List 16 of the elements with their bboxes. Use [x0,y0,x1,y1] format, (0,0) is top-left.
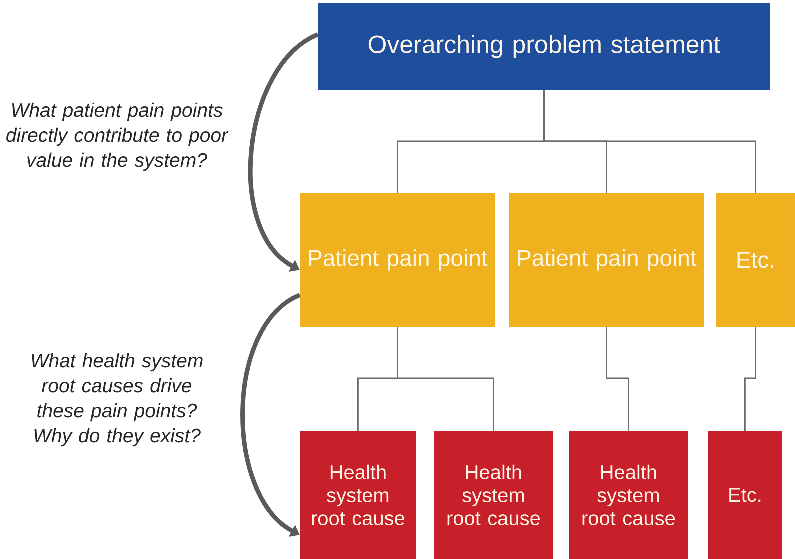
root-cause-box: Etc. [708,431,782,559]
connector-line [744,327,756,431]
question-text: What patient pain points directly contribute to poor value in the system? [6,102,229,172]
question-text: What health system root causes drive these pain points? Why do they exist? [32,353,203,447]
connector-line [397,327,494,431]
connector-line [544,90,756,193]
pain-point-box: Etc. [716,193,795,328]
pain-point-box: Patient pain point [300,193,496,328]
root-cause-box: Health system root cause [569,431,688,559]
connector-line [606,327,630,431]
root-cause-box: Health system root cause [300,431,416,559]
curved-arrow [248,32,320,272]
problem-box: Overarching problem statement [318,3,770,90]
curved-arrow [240,293,302,537]
root-cause-box: Health system root cause [434,431,554,559]
pain-point-box: Patient pain point [509,193,704,328]
